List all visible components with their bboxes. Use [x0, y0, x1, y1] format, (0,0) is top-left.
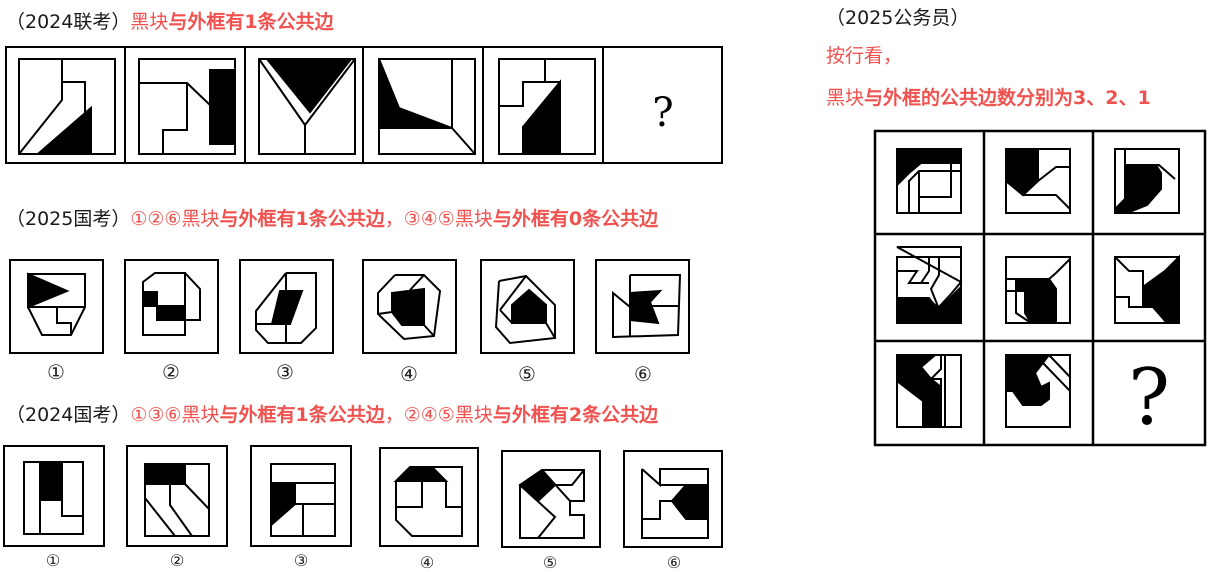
- caption-2025-civil-line2: 黑块与外框的公共边数分别为3、2、1: [826, 86, 1151, 110]
- option-label-5: ⑤: [518, 362, 536, 386]
- group1-plain: 黑块: [181, 208, 220, 230]
- option-label-4: ④: [419, 553, 435, 572]
- caption-2024-joint: （2024联考）黑块与外框有1条公共边: [6, 10, 334, 34]
- group1-nums: ①③⑥: [130, 404, 182, 426]
- caption-2024-national: （2024国考）①③⑥黑块与外框有1条公共边，②④⑤黑块与外框有2条公共边: [6, 403, 658, 427]
- question-mark: ?: [1128, 353, 1170, 443]
- source-label: （2024联考）: [6, 11, 131, 33]
- group1-bold: 与外框有1条公共边: [219, 404, 385, 426]
- option-label-5: ⑤: [542, 553, 558, 572]
- separator: ，: [384, 208, 404, 230]
- seq-cell-3: [258, 58, 356, 155]
- option-label-1: ①: [47, 360, 65, 384]
- group2-nums: ③④⑤: [403, 208, 455, 230]
- seq-cell-2: [138, 58, 236, 155]
- option-label-2: ②: [169, 551, 185, 570]
- sequence-2024-joint: ?: [5, 46, 725, 166]
- group1-plain: 黑块: [181, 404, 220, 426]
- option-label-1: ①: [45, 551, 61, 570]
- rule-line2-bold: 与外框的公共边数分别为3、2、1: [864, 87, 1151, 109]
- group2-plain: 黑块: [454, 404, 493, 426]
- options-2024-national-right: [370, 443, 740, 551]
- separator: ，: [384, 404, 404, 426]
- group1-nums: ①②⑥: [130, 208, 182, 230]
- seq-cell-1: [18, 58, 116, 155]
- option-label-6: ⑥: [666, 553, 682, 572]
- rule-plain: 黑块: [130, 11, 169, 33]
- rule-line2-plain: 黑块: [826, 87, 865, 109]
- group2-bold: 与外框有2条公共边: [492, 404, 659, 426]
- seq-cell-4: [378, 58, 476, 155]
- rule-line1: 按行看，: [826, 45, 903, 67]
- caption-2025-national: （2025国考）①②⑥黑块与外框有1条公共边，③④⑤黑块与外框有0条公共边: [6, 207, 658, 231]
- question-mark: ?: [652, 90, 673, 136]
- group2-nums: ②④⑤: [403, 404, 455, 426]
- caption-2025-civil-line1: 按行看，: [826, 44, 902, 68]
- options-2024-national: [0, 443, 740, 551]
- group2-bold: 与外框有0条公共边: [492, 208, 659, 230]
- source-label: （2024国考）: [6, 404, 131, 426]
- option-label-6: ⑥: [634, 362, 652, 386]
- source-label: （2025公务员）: [826, 7, 970, 29]
- sequence-figure: ?: [5, 46, 723, 164]
- option-label-2: ②: [162, 360, 180, 384]
- rule-bold: 与外框有1条公共边: [168, 11, 334, 33]
- source-label: （2025国考）: [6, 208, 131, 230]
- option-label-3: ③: [276, 360, 294, 384]
- option-label-3: ③: [293, 551, 309, 570]
- group1-bold: 与外框有1条公共边: [219, 208, 385, 230]
- options-2025-national: [0, 255, 700, 365]
- seq-cell-5: [498, 58, 596, 155]
- option-label-4: ④: [400, 362, 418, 386]
- caption-2025-civil-source: （2025公务员）: [826, 6, 969, 30]
- grid-2025-civil: ?: [873, 129, 1209, 449]
- group2-plain: 黑块: [454, 208, 493, 230]
